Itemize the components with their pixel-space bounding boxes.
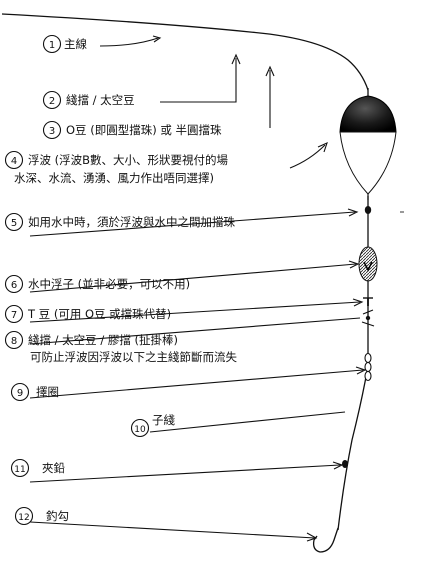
hook: [312, 527, 339, 553]
svg-text:9: 9: [17, 388, 23, 399]
leader-lines: [29, 35, 367, 542]
svg-text:8: 8: [11, 336, 17, 347]
svg-text:3: 3: [49, 126, 55, 137]
label-10: 10 子綫: [130, 413, 175, 438]
float-bobber: [339, 88, 397, 200]
stopper-bead: [364, 206, 372, 214]
svg-text:子綫: 子綫: [152, 413, 175, 427]
svg-text:1: 1: [49, 40, 55, 51]
t-bean: [363, 297, 373, 306]
svg-text:2: 2: [49, 96, 55, 107]
label-6: 6 水中浮子 (並非必要，可以不用): [4, 274, 190, 294]
svg-text:綫擋 / 太空豆 / 膠擋 (扯掛棒): 綫擋 / 太空豆 / 膠擋 (扯掛棒): [28, 333, 178, 347]
svg-text:T 豆 (可用 O豆 或擋珠代替): T 豆 (可用 O豆 或擋珠代替): [27, 307, 171, 321]
svg-text:綫擋 / 太空豆: 綫擋 / 太空豆: [66, 93, 135, 107]
svg-text:水中浮子 (並非必要，可以不用): 水中浮子 (並非必要，可以不用): [28, 277, 190, 291]
svg-text:10: 10: [134, 425, 146, 435]
label-8: 8 綫擋 / 太空豆 / 膠擋 (扯掛棒) 可防止浮波因浮波以下之主綫節斷而流失: [4, 330, 237, 364]
svg-text:擇圈: 擇圈: [36, 385, 59, 399]
main-line: [1, 13, 369, 531]
label-1: 1 主線: [42, 34, 87, 54]
split-shot: [342, 460, 348, 468]
svg-text:如用水中時，須於浮波與水中之間加擋珠: 如用水中時，須於浮波與水中之間加擋珠: [28, 215, 235, 229]
label-3: 3 O豆 (即圓型擋珠) 或 半圓擋珠: [42, 120, 222, 140]
svg-text:12: 12: [18, 513, 29, 523]
svg-text:水深、水流、湧湧、風力作出唔同選擇): 水深、水流、湧湧、風力作出唔同選擇): [14, 171, 214, 185]
svg-text:7: 7: [11, 310, 17, 321]
swivel: [364, 352, 372, 382]
svg-text:夾鉛: 夾鉛: [42, 461, 65, 475]
svg-text:浮波 (浮波B數、大小、形狀要視付的場: 浮波 (浮波B數、大小、形狀要視付的場: [28, 153, 229, 167]
underwater-float: [358, 246, 378, 282]
stopper-cluster: [361, 309, 375, 327]
label-11: 11 夾鉛: [10, 458, 65, 478]
svg-text:6: 6: [11, 280, 17, 291]
svg-text:5: 5: [11, 218, 17, 229]
label-5: 5 如用水中時，須於浮波與水中之間加擋珠: [4, 212, 235, 232]
label-7: 7 T 豆 (可用 O豆 或擋珠代替): [4, 304, 171, 324]
svg-text:主線: 主線: [64, 37, 87, 51]
label-9: 9 擇圈: [10, 382, 59, 402]
label-2: 2 綫擋 / 太空豆: [42, 90, 135, 110]
svg-text:O豆 (即圓型擋珠) 或 半圓擋珠: O豆 (即圓型擋珠) 或 半圓擋珠: [66, 123, 222, 137]
svg-text:可防止浮波因浮波以下之主綫節斷而流失: 可防止浮波因浮波以下之主綫節斷而流失: [30, 350, 237, 364]
label-4: 4 浮波 (浮波B數、大小、形狀要視付的場 水深、水流、湧湧、風力作出唔同選擇): [4, 150, 229, 185]
label-12: 12 釣勾: [14, 506, 69, 526]
svg-text:4: 4: [11, 156, 17, 167]
svg-text:11: 11: [14, 465, 25, 475]
svg-text:釣勾: 釣勾: [46, 509, 69, 523]
